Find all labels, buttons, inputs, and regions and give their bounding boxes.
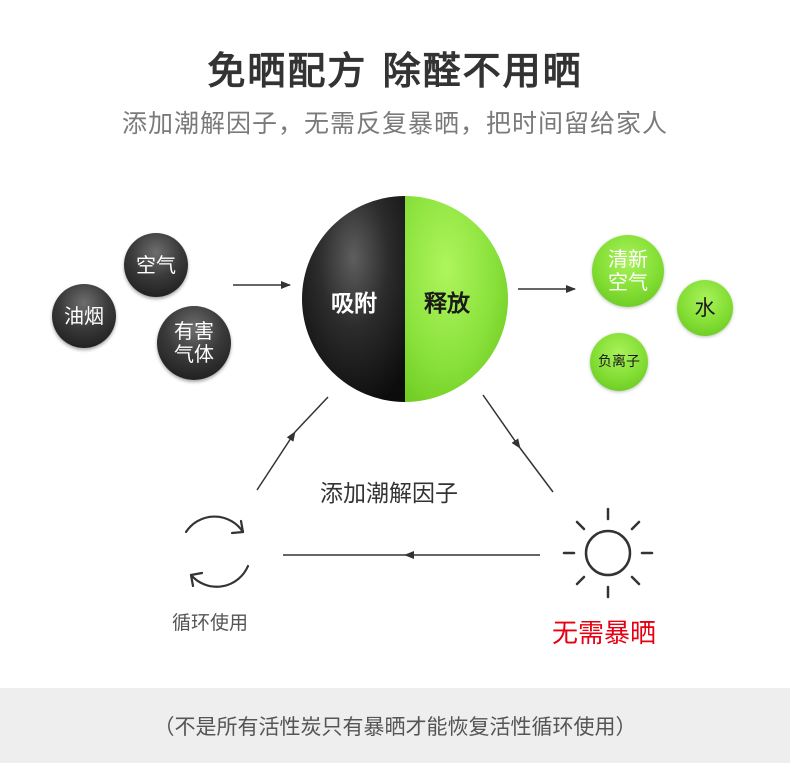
page-title: 免晒配方 除醛不用晒 <box>207 49 583 93</box>
arrow-down-right-tail <box>519 447 554 493</box>
page-subtitle: 添加潮解因子，无需反复暴晒，把时间留给家人 <box>121 109 668 138</box>
main-circle <box>302 196 508 402</box>
recycle-icon <box>184 515 250 588</box>
main-circle-dark-half <box>302 196 405 402</box>
bubble-fresh-air-line1: 清新 <box>608 247 648 271</box>
main-circle-green-half <box>405 196 508 402</box>
arrow-up-right-tail <box>256 431 296 491</box>
arrow-up-right <box>294 396 329 433</box>
bubble-air: 空气 <box>124 233 188 297</box>
bubble-oil-smoke-label: 油烟 <box>64 303 104 328</box>
middle-label: 添加潮解因子 <box>320 481 458 507</box>
bubble-oil-smoke: 油烟 <box>52 284 116 348</box>
bubble-water-label: 水 <box>694 295 716 320</box>
bubble-fresh-air-line2: 空气 <box>608 270 648 294</box>
footer-bar: （不是所有活性炭只有暴晒才能恢复活性循环使用） <box>0 688 790 763</box>
recycle-label: 循环使用 <box>172 612 249 634</box>
bubble-harmful-gas-line2: 气体 <box>174 342 214 366</box>
no-sun-label: 无需暴晒 <box>552 619 657 649</box>
sun-icon <box>562 507 654 599</box>
footer-note: （不是所有活性炭只有暴晒才能恢复活性循环使用） <box>153 714 637 739</box>
release-label: 释放 <box>424 291 470 317</box>
bubble-negative-ions: 负离子 <box>590 333 648 391</box>
bubble-harmful-gas-line1: 有害 <box>174 319 214 343</box>
bubble-water: 水 <box>677 280 733 336</box>
arrow-down-right <box>482 394 521 449</box>
bubble-negative-ions-label: 负离子 <box>598 353 640 370</box>
adsorb-label: 吸附 <box>331 291 377 317</box>
bubble-air-label: 空气 <box>136 252 176 277</box>
bubble-fresh-air: 清新 空气 <box>592 235 664 307</box>
cycle-diagram <box>184 196 654 599</box>
bubble-harmful-gas: 有害 气体 <box>157 306 231 380</box>
